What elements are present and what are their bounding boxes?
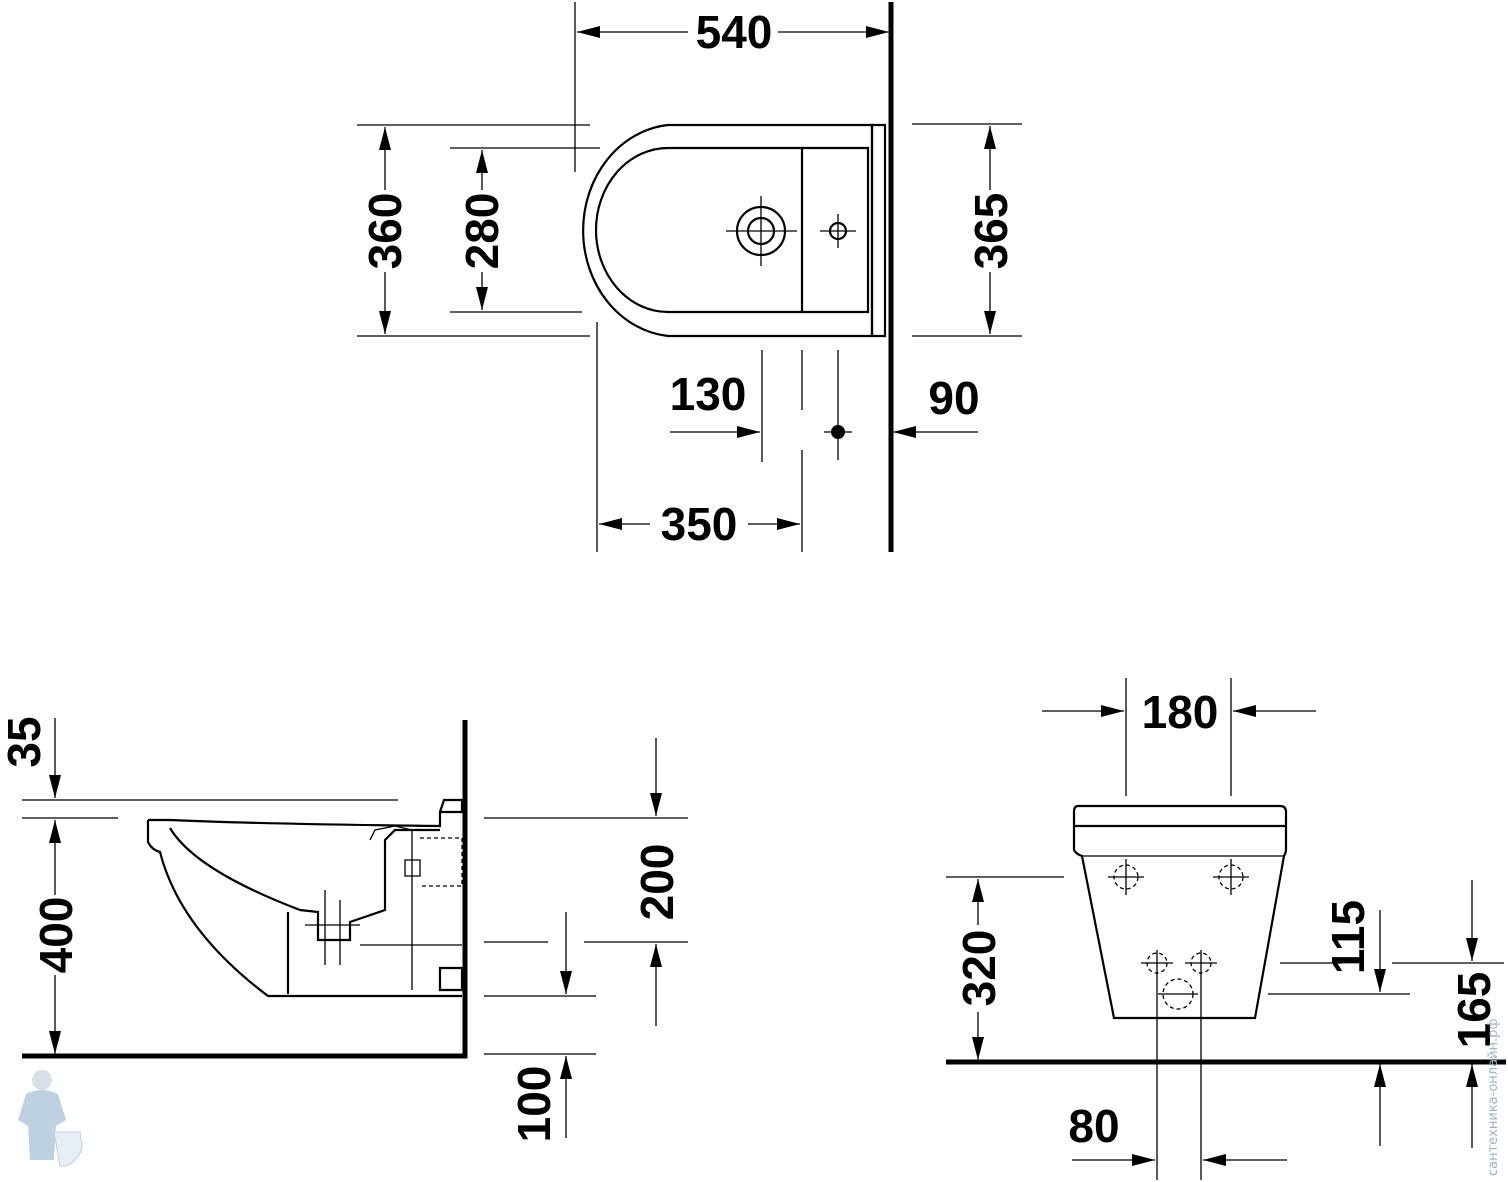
- dim-540-label: 540: [696, 6, 773, 58]
- arrow: [1233, 705, 1256, 717]
- fixing-hole-left: [1108, 859, 1144, 895]
- arrow: [972, 879, 984, 902]
- bowl-back-plate: [870, 123, 887, 338]
- arrow: [476, 150, 488, 173]
- dim-400-label: 400: [30, 897, 82, 974]
- fixing-hole-right: [1213, 859, 1249, 895]
- dim-130-label: 130: [670, 368, 747, 420]
- arrow: [1132, 1154, 1155, 1166]
- watermark-text: сантехника-онлайн.рф: [1486, 1018, 1501, 1176]
- waste-outlet-lines: [305, 890, 360, 965]
- dim-200-label: 200: [631, 844, 683, 921]
- bowl-deck: [802, 146, 870, 314]
- arrow: [777, 518, 800, 530]
- arrow: [1374, 969, 1386, 992]
- arrow: [577, 26, 600, 38]
- dim-35-label: 35: [0, 716, 50, 767]
- dim-320-label: 320: [953, 930, 1005, 1007]
- bowl-outer-profile: [146, 820, 462, 998]
- arrow: [650, 793, 662, 816]
- arrow: [1466, 1064, 1478, 1087]
- arrow: [893, 426, 916, 438]
- arrow: [984, 311, 996, 334]
- arrow: [560, 1056, 572, 1079]
- dim-115-label: 115: [1322, 900, 1374, 974]
- waste-hole: [1158, 978, 1198, 1010]
- arrow: [737, 426, 760, 438]
- arrow: [379, 127, 391, 150]
- arrow: [650, 944, 662, 967]
- arrow: [1101, 705, 1124, 717]
- arrow: [379, 311, 391, 334]
- bowl-inner-profile: [169, 827, 440, 942]
- bowl-inner: [594, 146, 804, 314]
- dim-360-label: 360: [359, 193, 411, 270]
- arrow: [49, 775, 61, 798]
- dim-100-label: 100: [508, 1066, 560, 1143]
- arrow: [866, 26, 889, 38]
- dim-90-label: 90: [928, 372, 979, 424]
- arrow: [984, 126, 996, 149]
- inlet-connector: [369, 825, 421, 990]
- bowl-rim: [148, 798, 464, 828]
- dim-350-label: 350: [661, 498, 738, 550]
- arrow: [49, 1031, 61, 1054]
- arrow: [560, 971, 572, 994]
- bowl-outline: [582, 123, 874, 338]
- arrow: [972, 1037, 984, 1060]
- dim-180-label: 180: [1142, 686, 1219, 738]
- arrow: [49, 820, 61, 843]
- arrow: [1203, 1154, 1226, 1166]
- dim-280-label: 280: [456, 193, 508, 270]
- side-view: 35 400 200 100: [0, 716, 688, 1142]
- dim-165-label: 165: [1448, 972, 1500, 1049]
- front-body: [1072, 804, 1288, 1020]
- arrow: [1466, 938, 1478, 961]
- dim-80-label: 80: [1068, 1100, 1119, 1152]
- arrow: [599, 518, 622, 530]
- front-view: 180 320 115 165 80: [946, 678, 1506, 1180]
- arrow: [476, 287, 488, 310]
- hidden-pipe: [420, 837, 463, 887]
- plumber-logo-icon: [18, 1070, 83, 1167]
- top-view: 540 360 280 365 130: [357, 2, 1022, 552]
- bowl-lower-bracket: [438, 966, 464, 992]
- dim-365-label: 365: [965, 193, 1017, 270]
